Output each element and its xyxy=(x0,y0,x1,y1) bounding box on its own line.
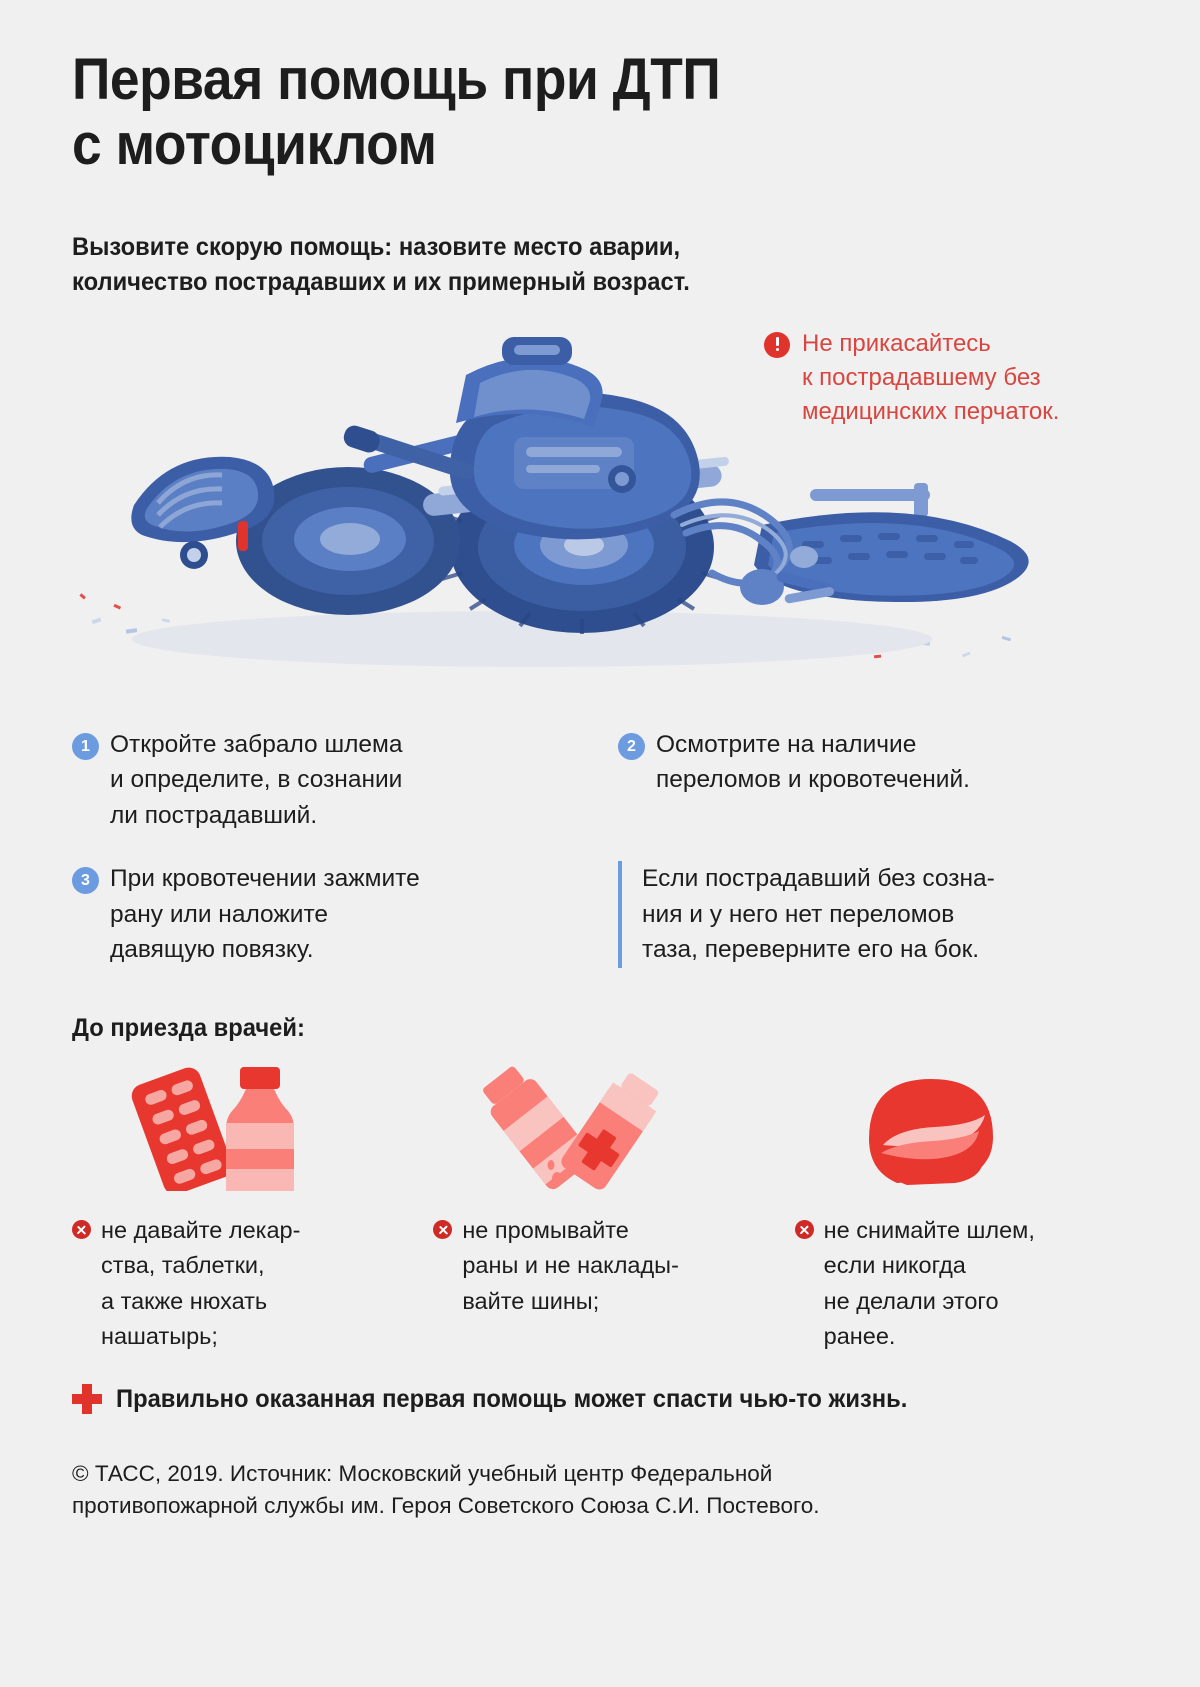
x-circle-icon xyxy=(433,1220,453,1239)
dont-1-line-4: нашатырь; xyxy=(101,1322,218,1349)
step-number-badge: 2 xyxy=(618,732,645,760)
x-circle-icon xyxy=(794,1220,814,1239)
note-line-1: Если пострадавший без созна- xyxy=(642,865,995,893)
step-number-badge: 3 xyxy=(72,867,99,895)
warning-line-3: медицинских перчаток. xyxy=(802,398,1060,426)
subtitle: Вызовите скорую помощь: назовите место а… xyxy=(72,178,1075,301)
dont-text: не снимайте шлем, если никогда не делали… xyxy=(824,1213,1035,1354)
step-item-2: 2 Осмотрите на наличие переломов и крово… xyxy=(618,727,1128,834)
antiseptic-bottles-icon-wrap xyxy=(433,1055,766,1191)
credit-line: © ТАСС, 2019. Источник: Московский учебн… xyxy=(72,1458,1128,1521)
dont-1-line-3: а также нюхать xyxy=(101,1287,268,1314)
dont-item-3: не снимайте шлем, если никогда не делали… xyxy=(794,1055,1128,1354)
warning-callout-text: Не прикасайтесь к пострадавшему без меди… xyxy=(802,327,1059,429)
step-text: При кровотечении зажмите рану или наложи… xyxy=(110,861,420,968)
note-line-2: ния и у него нет переломов xyxy=(642,900,955,928)
dont-text-row: не давайте лекар- ства, таблетки, а такж… xyxy=(72,1213,405,1354)
page-title-line-1: Первая помощь при ДТП xyxy=(72,47,721,112)
subtitle-line-1: Вызовите скорую помощь: назовите место а… xyxy=(72,232,681,261)
warning-line-1: Не прикасайтесь xyxy=(802,329,991,357)
step-item-1: 1 Откройте забрало шлема и определите, в… xyxy=(72,727,592,834)
dont-2-line-1: не промывайте xyxy=(462,1217,629,1243)
warning-callout: Не прикасайтесь к пострадавшему без меди… xyxy=(764,327,1164,429)
donts-grid: не давайте лекар- ства, таблетки, а такж… xyxy=(72,1055,1128,1354)
subtitle-line-2: количество пострадавших и их примерный в… xyxy=(72,268,690,297)
dont-item-1: не давайте лекар- ства, таблетки, а такж… xyxy=(72,1055,405,1354)
dont-1-line-2: ства, таблетки, xyxy=(101,1252,265,1279)
credit-line-1: © ТАСС, 2019. Источник: Московский учебн… xyxy=(72,1461,773,1486)
step-1-line-3: ли пострадавший. xyxy=(110,801,318,829)
step-2-line-1: Осмотрите на наличие xyxy=(656,730,917,758)
step-1-line-2: и определите, в сознании xyxy=(110,766,403,794)
page-title: Первая помощь при ДТП с мотоциклом xyxy=(72,0,1044,178)
unconscious-note: Если пострадавший без созна- ния и у нег… xyxy=(618,861,1128,968)
dont-text-row: не промывайте раны и не наклады- вайте ш… xyxy=(433,1213,766,1319)
x-circle-icon xyxy=(72,1220,91,1239)
steps-grid: 1 Откройте забрало шлема и определите, в… xyxy=(72,727,1128,968)
closing-banner: Правильно оказанная первая помощь может … xyxy=(72,1384,1128,1414)
step-3-line-1: При кровотечении зажмите xyxy=(110,865,420,893)
closing-banner-text: Правильно оказанная первая помощь может … xyxy=(116,1384,908,1413)
dont-2-line-2: раны и не наклады- xyxy=(462,1252,679,1279)
dont-3-line-1: не снимайте шлем, xyxy=(823,1217,1035,1243)
page-title-line-2: с мотоциклом xyxy=(72,111,437,177)
antiseptic-bottles-icon xyxy=(483,1066,659,1190)
warning-line-2: к пострадавшему без xyxy=(802,363,1041,391)
dont-text: не промывайте раны и не наклады- вайте ш… xyxy=(462,1213,679,1319)
step-item-3: 3 При кровотечении зажмите рану или нало… xyxy=(72,861,592,968)
step-1-line-1: Откройте забрало шлема xyxy=(110,730,403,758)
dont-3-line-3: не делали этого xyxy=(823,1287,999,1314)
step-2-line-2: переломов и кровотечений. xyxy=(656,766,970,794)
dont-text-row: не снимайте шлем, если никогда не делали… xyxy=(794,1213,1128,1354)
dont-3-line-4: ранее. xyxy=(823,1322,896,1349)
before-doctors-heading: До приезда врачей: xyxy=(72,1014,305,1042)
step-text: Откройте забрало шлема и определите, в с… xyxy=(110,727,403,834)
red-cross-icon xyxy=(72,1384,102,1414)
crashed-motorcycle-illustration xyxy=(79,336,1029,668)
step-number-badge: 1 xyxy=(72,732,99,760)
unconscious-note-text: Если пострадавший без созна- ния и у нег… xyxy=(642,861,1128,968)
dont-text: не давайте лекар- ства, таблетки, а такж… xyxy=(101,1213,300,1354)
dont-2-line-3: вайте шины; xyxy=(462,1287,600,1314)
step-3-line-3: давящую повязку. xyxy=(110,936,314,964)
step-3-line-2: рану или наложите xyxy=(110,900,329,928)
dont-1-line-1: не давайте лекар- xyxy=(101,1217,301,1243)
credit-line-2: противопожарной службы им. Героя Советск… xyxy=(72,1492,820,1518)
exclamation-circle-icon xyxy=(764,331,790,358)
helmet-icon-wrap xyxy=(795,1055,1128,1191)
step-text: Осмотрите на наличие переломов и кровоте… xyxy=(656,727,970,798)
dont-item-2: не промывайте раны и не наклады- вайте ш… xyxy=(433,1055,766,1354)
illustration-area: Не прикасайтесь к пострадавшему без меди… xyxy=(72,319,1128,719)
pills-and-bottle-icon-wrap xyxy=(72,1055,405,1191)
dont-3-line-2: если никогда xyxy=(823,1252,966,1279)
helmet-icon xyxy=(868,1079,993,1185)
note-line-3: таза, переверните его на бок. xyxy=(642,936,980,964)
pills-and-bottle-icon xyxy=(131,1067,294,1191)
